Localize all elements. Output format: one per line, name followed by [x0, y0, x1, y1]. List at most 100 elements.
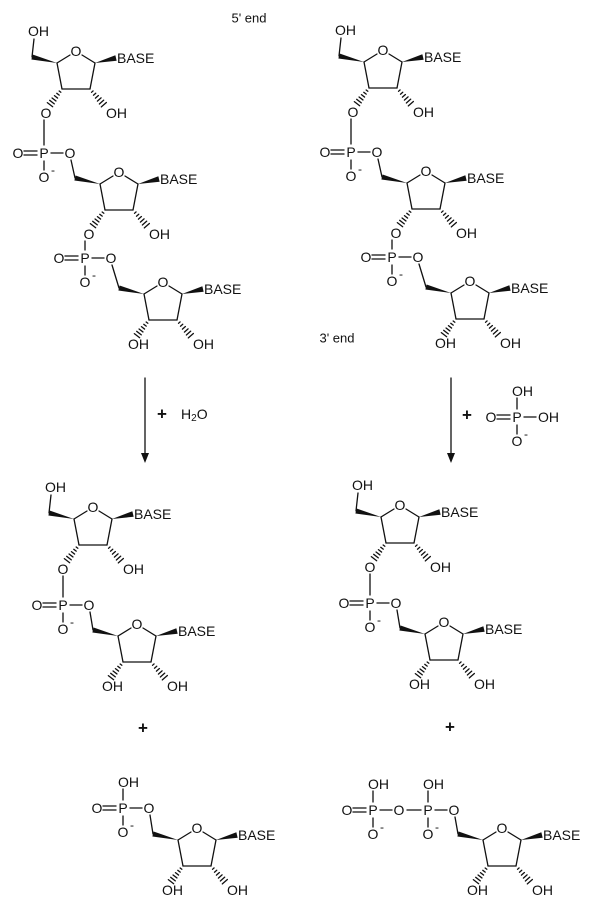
hash-line [109, 548, 114, 552]
wedge-bond [445, 175, 467, 183]
bond [106, 518, 113, 546]
bond [132, 183, 139, 211]
phosphorus-label: P [512, 409, 521, 425]
phosphorus-label: P [80, 250, 89, 266]
bond [515, 839, 522, 867]
five-prime-end-label: 5' end [231, 11, 266, 26]
hash-line [107, 546, 111, 549]
hash-line [94, 94, 100, 99]
bond [98, 510, 113, 520]
phosphoryl-oxygen-label: O [342, 802, 353, 818]
bond [117, 627, 132, 637]
phosphoester-bond [377, 158, 383, 178]
bond [56, 62, 63, 90]
hashed-bond [133, 321, 149, 339]
5-hydroxyl-label: OH [335, 22, 356, 38]
ester-oxygen-label: O [391, 595, 402, 611]
3-oxygen-label: O [58, 561, 69, 577]
3-hydroxyl-label: OH [102, 678, 123, 694]
base-label: BASE [178, 623, 215, 639]
base-label: BASE [134, 506, 171, 522]
hash-line [155, 667, 161, 672]
hash-line [526, 878, 534, 885]
hash-line [421, 665, 427, 670]
hash-line [157, 670, 163, 675]
hash-line [490, 327, 496, 332]
phosphorus-label: P [58, 597, 67, 613]
plus-sign: + [462, 406, 472, 425]
hash-line [462, 665, 468, 670]
plus-sign: + [445, 718, 455, 737]
bond [388, 53, 403, 63]
wedge-bond [521, 832, 543, 840]
hash-line [111, 550, 117, 555]
wedge-bond [402, 54, 424, 62]
bond [177, 831, 192, 841]
hash-line [365, 89, 369, 92]
hash-line [92, 92, 97, 96]
hash-line [183, 328, 189, 333]
phosphorus-label: P [39, 145, 48, 161]
phosphoester-bond [89, 611, 94, 631]
hash-line [464, 668, 470, 673]
hash-line [179, 323, 184, 327]
hash-line [73, 548, 77, 552]
wedge-bond [182, 286, 204, 294]
ester-oxygen-label: O [65, 145, 76, 161]
arrowhead [447, 453, 455, 463]
hashed-bond [177, 321, 195, 339]
phosphorus-label: P [118, 800, 127, 816]
hash-line [406, 212, 410, 216]
hash-line [458, 661, 462, 664]
phosphoester-bond [454, 816, 459, 835]
bond [450, 284, 465, 294]
2-hydroxyl-label: OH [149, 226, 170, 242]
hashed-bond [370, 544, 386, 562]
hash-line [401, 217, 407, 222]
bond [449, 625, 464, 635]
2-hydroxyl-label: OH [456, 225, 477, 241]
hash-line [221, 878, 229, 885]
bond [31, 38, 35, 58]
hash-line [63, 557, 71, 564]
hash-line [452, 320, 456, 323]
negative-charge: - [130, 818, 134, 832]
bond [431, 174, 446, 184]
phosphoryl-oxygen-label: O [13, 145, 24, 161]
wedge-bond [138, 176, 160, 184]
anionic-oxygen-label: O [58, 621, 69, 637]
negative-charge: - [380, 820, 384, 834]
base-label: BASE [160, 171, 197, 187]
hashed-bond [396, 210, 412, 228]
hash-line [450, 221, 458, 228]
hash-line [145, 321, 149, 324]
bond [81, 54, 96, 64]
base-label: BASE [238, 827, 275, 843]
wedge-bond [92, 627, 118, 636]
hash-line [140, 325, 146, 330]
hash-line [475, 876, 481, 882]
hash-line [177, 321, 181, 324]
hash-line [181, 325, 187, 330]
bond [48, 494, 52, 514]
hashed-bond [89, 211, 105, 229]
hash-line [179, 867, 183, 870]
hashed-bond [90, 90, 108, 108]
bond [143, 293, 150, 321]
hash-line [403, 214, 409, 219]
hash-line [482, 869, 486, 873]
bond [482, 839, 489, 867]
ester-oxygen-label: O [394, 802, 405, 818]
hash-line [488, 324, 494, 329]
hash-line [358, 96, 364, 101]
hash-line [440, 331, 448, 338]
bond [99, 175, 114, 185]
bond [150, 635, 157, 663]
hash-line [444, 214, 450, 219]
phosphoryl-oxygen-label: O [320, 144, 331, 160]
